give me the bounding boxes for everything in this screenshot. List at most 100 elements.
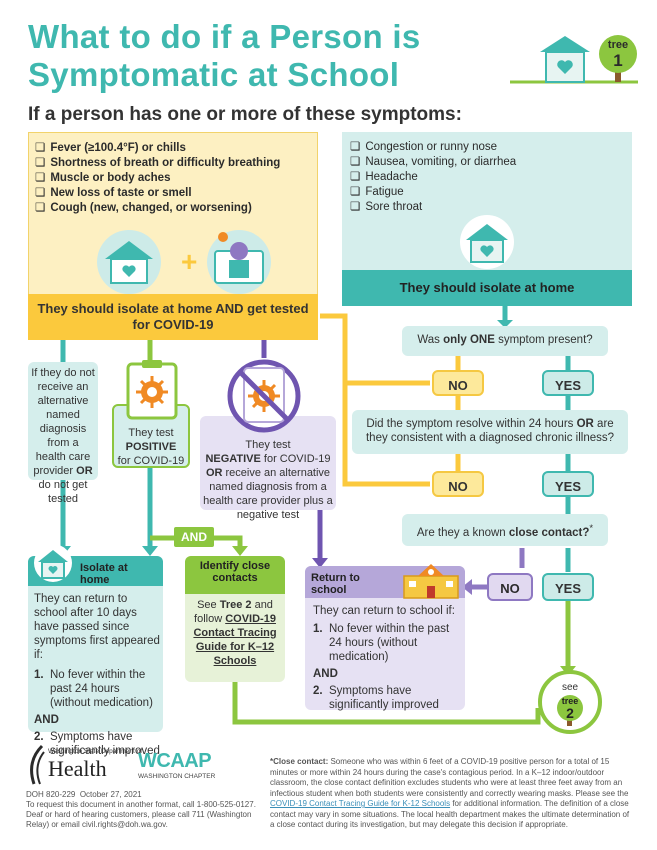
symptoms-heading: If a person has one or more of these sym… [28, 104, 462, 125]
branch-emphasis: OR [205, 467, 223, 479]
symptom-shortness-of-breath: Shortness of breath or difficulty breath… [35, 156, 317, 171]
branch-emphasis: POSITIVE [125, 441, 177, 453]
isolate-card-body: They can return to school after 10 days … [34, 592, 160, 758]
question-emphasis: only ONE [443, 334, 495, 346]
question-text: Did the symptom resolve within 24 hours [366, 418, 577, 430]
house-icon [97, 230, 161, 294]
accessibility-notice: To request this document in another form… [26, 800, 256, 829]
page-title: What to do if a Person is Symptomatic at… [28, 18, 421, 93]
virus-clipboard-icon [126, 360, 178, 420]
identify-contacts-card: Identify close contacts See Tree 2 and f… [185, 556, 285, 682]
isolate-condition-2: 2.Symptoms have significantly improved [34, 730, 160, 758]
return-card-body: They can return to school if: 1. No fever… [305, 598, 465, 712]
contacts-card-title: Identify close contacts [199, 560, 271, 584]
isolate-only-banner: They should isolate at home [342, 270, 632, 306]
wcaap-subtitle: WASHINGTON CHAPTER [138, 773, 216, 780]
symptom-headache: Headache [350, 170, 632, 185]
answer-yes: YES [542, 573, 594, 601]
question-text: Was [417, 334, 444, 346]
tree-2-badge: see tree 2 [538, 670, 602, 734]
tree-badge-number: 1 [613, 51, 622, 70]
answer-yes: YES [542, 370, 594, 396]
item-text: No fever within the past 24 hours (witho… [329, 623, 450, 663]
answer-yes: YES [542, 471, 594, 497]
return-condition-2: 2. Symptoms have significantly improved [313, 684, 457, 712]
wcaap-logo: WCAAP [138, 750, 212, 772]
doh-logo-line: Washington State Department of [48, 748, 143, 755]
branch-text: They test [128, 427, 174, 439]
answer-no: NO [487, 573, 533, 601]
symptom-fatigue: Fatigue [350, 185, 632, 200]
see-label: see [562, 682, 579, 693]
item-number: 1. [313, 623, 323, 635]
isolate-condition-1: 1. No fever within the past 24 hours (wit… [34, 668, 160, 710]
branch-text: If they do not receive an alternative na… [31, 367, 95, 477]
school-building-icon [403, 564, 459, 599]
branch-text: do not get tested [38, 479, 88, 505]
footnote-text: for additional information. The definiti… [270, 799, 630, 829]
branch-text: They test [245, 439, 291, 451]
branch-text: for COVID-19 [260, 453, 331, 465]
branch-emphasis: NEGATIVE [205, 453, 261, 465]
and-label: AND [174, 527, 214, 547]
symptom-sore-throat: Sore throat [350, 200, 632, 215]
question-close-contact: Are they a known close contact?* [402, 514, 608, 546]
question-emphasis: close contact? [508, 526, 590, 539]
house-icon [460, 215, 514, 269]
doctor-test-icon [207, 230, 271, 294]
house-icon [34, 544, 72, 582]
isolate-and-test-banner: They should isolate at home AND get test… [28, 294, 318, 340]
contacts-card-header: Identify close contacts [185, 556, 285, 594]
tree-badge-word: tree [608, 39, 628, 51]
answer-no: NO [432, 370, 484, 396]
branch-text: receive an alternative named diagnosis f… [203, 467, 333, 521]
branch-emphasis: OR [76, 465, 93, 477]
no-virus-clipboard-icon [227, 359, 301, 433]
item-number: 1. [34, 669, 44, 681]
doh-logo-word: Health [48, 756, 107, 781]
document-date: October 27, 2021 [79, 790, 142, 799]
tree-badge-word: tree [562, 696, 579, 706]
document-id: DOH 820-229 [26, 790, 76, 799]
footnote-mark: * [589, 523, 594, 534]
answer-no: NO [432, 471, 484, 497]
symptom-loss-of-taste: New loss of taste or smell [35, 186, 317, 201]
and-label: AND [313, 668, 338, 680]
symptom-muscle-aches: Muscle or body aches [35, 171, 317, 186]
question-emphasis: OR [576, 418, 594, 430]
return-condition-1: 1. No fever within the past 24 hours (wit… [313, 622, 457, 664]
close-contact-definition: *Close contact: Someone who was within 6… [270, 757, 632, 831]
contact-tracing-guide-link[interactable]: COVID-19 Contact Tracing Guide for K–12 … [193, 613, 277, 667]
tree-badge-number: 2 [566, 705, 574, 721]
primary-symptom-list: Fever (≥100.4°F) or chills Shortness of … [35, 141, 317, 216]
document-info: DOH 820-229 October 27, 2021 To request … [26, 790, 256, 830]
secondary-symptom-list: Congestion or runny nose Nausea, vomitin… [350, 140, 632, 215]
item-text: Symptoms have significantly improved [329, 685, 439, 711]
home-and-test-icons: + [97, 230, 271, 294]
isolate-card-intro: They can return to school after 10 days … [34, 593, 160, 661]
footnote-label: *Close contact: [270, 757, 329, 766]
symptom-cough: Cough (new, changed, or worsening) [35, 201, 317, 216]
contacts-card-body: See Tree 2 and follow COVID-19 Contact T… [185, 594, 285, 672]
question-text: Are they a known [416, 526, 509, 539]
footnote-text: Someone who was within 6 feet of a COVID… [270, 757, 629, 798]
question-text: symptom present? [494, 334, 593, 346]
plus-icon: + [181, 246, 197, 277]
symptom-congestion: Congestion or runny nose [350, 140, 632, 155]
item-text: Symptoms have significantly improved [50, 731, 160, 757]
symptom-fever: Fever (≥100.4°F) or chills [35, 141, 317, 156]
branch-text: for COVID-19 [117, 455, 185, 467]
contacts-text: and follow [194, 599, 273, 625]
item-number: 2. [313, 685, 323, 697]
isolate-card-title: Isolate at home [80, 562, 128, 586]
contacts-text: See [197, 599, 220, 611]
item-text: No fever within the past 24 hours (witho… [50, 669, 153, 709]
branch-no-alternative-diagnosis: If they do not receive an alternative na… [28, 362, 98, 505]
return-card-intro: They can return to school if: [313, 605, 455, 617]
question-text: are they consistent with a diagnosed chr… [365, 418, 615, 444]
contact-tracing-guide-link[interactable]: COVID-19 Contact Tracing Guide for K-12 … [270, 799, 451, 808]
symptom-nausea: Nausea, vomiting, or diarrhea [350, 155, 632, 170]
tree-1-badge: tree 1 [510, 35, 638, 84]
question-one-symptom: Was only ONE symptom present? [402, 326, 608, 356]
